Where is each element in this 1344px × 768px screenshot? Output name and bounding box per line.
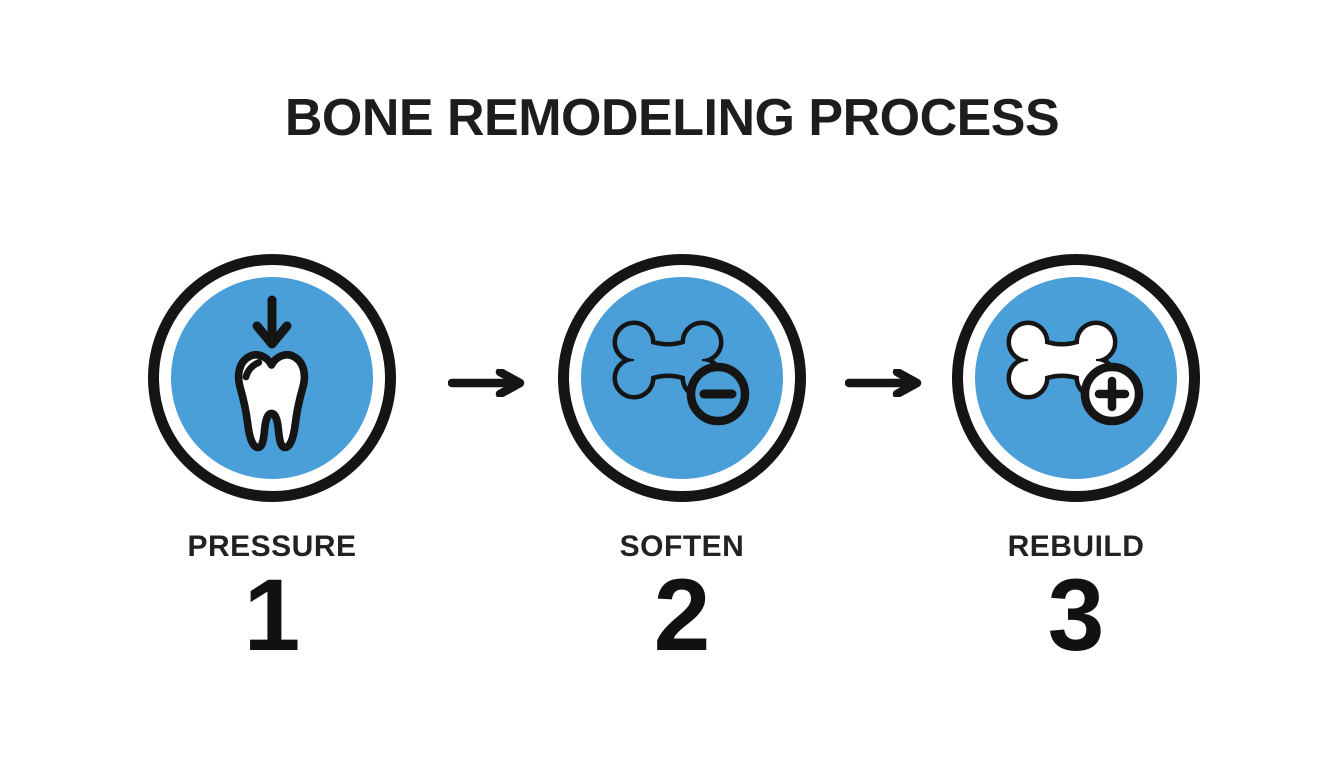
down-arrow-icon <box>252 295 292 349</box>
stage-circle <box>952 254 1200 502</box>
stage-label: SOFTEN <box>619 530 745 563</box>
bone-icon <box>1006 320 1118 400</box>
stage-circle <box>148 254 396 502</box>
plus-badge-icon <box>1080 362 1144 426</box>
flow-arrow-icon <box>845 369 922 397</box>
flow-arrow-icon <box>448 369 525 397</box>
stage-label: PRESSURE <box>187 530 357 563</box>
stage-label: REBUILD <box>1007 530 1145 563</box>
bone-minus-icon <box>612 320 750 426</box>
stage-number: 2 <box>653 558 711 672</box>
stage-circle-disc <box>171 277 373 479</box>
bone-plus-icon <box>1006 320 1144 426</box>
tooth-pressure-icon <box>234 295 309 452</box>
stage-circle-disc <box>975 277 1177 479</box>
stage-number: 1 <box>243 558 301 672</box>
stage-rebuild: REBUILD 3 <box>936 254 1216 672</box>
stage-pressure: PRESSURE 1 <box>132 254 412 672</box>
stage-circle <box>558 254 806 502</box>
stage-number: 3 <box>1047 558 1105 672</box>
stage-circle-disc <box>581 277 783 479</box>
tooth-icon <box>234 351 309 452</box>
minus-badge-icon <box>686 362 750 426</box>
stage-soften: SOFTEN 2 <box>542 254 822 672</box>
page-title: BONE REMODELING PROCESS <box>284 89 1060 147</box>
